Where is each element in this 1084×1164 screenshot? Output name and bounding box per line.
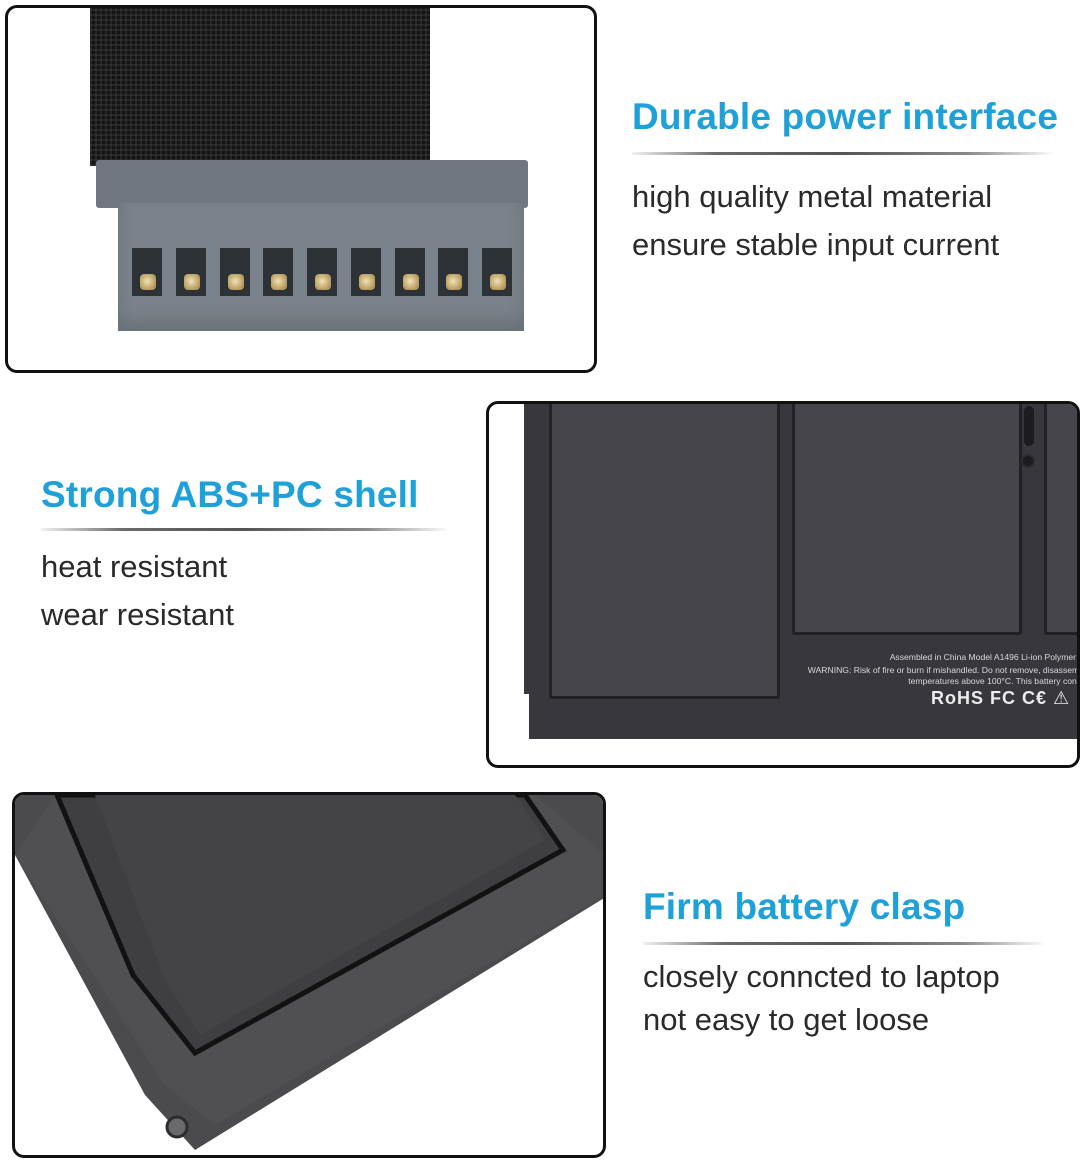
battery-cell — [1044, 404, 1077, 635]
battery-label-warning: WARNING: Risk of fire or burn if mishand… — [807, 665, 1080, 675]
certification-marks-icon: RoHS FC C€ ⚠ — [931, 688, 1071, 708]
pin-contact — [482, 248, 512, 296]
battery-label-temperature: temperatures above 100°C. This battery c… — [908, 676, 1080, 686]
feature-title: Durable power interface — [632, 96, 1059, 137]
feature-line: not easy to get loose — [643, 1002, 930, 1037]
connector-housing-top — [96, 160, 528, 208]
battery-cell — [549, 404, 780, 699]
feature-shell: Strong ABS+PC shell heat resistant wear … — [41, 474, 446, 639]
feature-title: Strong ABS+PC shell — [41, 474, 419, 515]
screw-hole-icon — [517, 720, 526, 729]
battery-corner-illustration — [15, 795, 603, 1150]
feature-line: wear resistant — [41, 597, 234, 632]
battery-cell — [792, 404, 1022, 635]
feature-clasp: Firm battery clasp closely conncted to l… — [643, 886, 1043, 1041]
pin-contact — [438, 248, 469, 296]
divider — [632, 152, 1052, 155]
screw-hole-icon — [1021, 454, 1035, 468]
feature-line: heat resistant — [41, 549, 228, 584]
battery-body: Assembled in China Model A1496 Li-ion Po… — [524, 404, 1080, 739]
vent-slot — [1024, 406, 1034, 446]
feature-power-interface: Durable power interface high quality met… — [632, 96, 1058, 269]
pin-contact — [350, 248, 381, 296]
connector-pins — [132, 248, 512, 296]
feature-line: ensure stable input current — [632, 227, 1000, 262]
pin-contact — [263, 248, 294, 296]
battery-label-model: Assembled in China Model A1496 Li-ion Po… — [889, 652, 1076, 662]
pin-contact — [219, 248, 250, 296]
battery-clasp-photo — [12, 792, 606, 1158]
battery-connector-photo — [5, 5, 597, 373]
divider — [643, 942, 1043, 945]
pin-contact — [175, 248, 206, 296]
pin-contact — [307, 248, 337, 296]
ribbon-cable — [90, 8, 430, 166]
divider — [41, 528, 446, 531]
pin-contact — [132, 248, 162, 296]
pin-contact — [394, 248, 425, 296]
feature-line: closely conncted to laptop — [643, 959, 1000, 994]
battery-shell-photo: Assembled in China Model A1496 Li-ion Po… — [486, 401, 1080, 768]
feature-line: high quality metal material — [632, 179, 993, 214]
feature-title: Firm battery clasp — [643, 886, 966, 927]
